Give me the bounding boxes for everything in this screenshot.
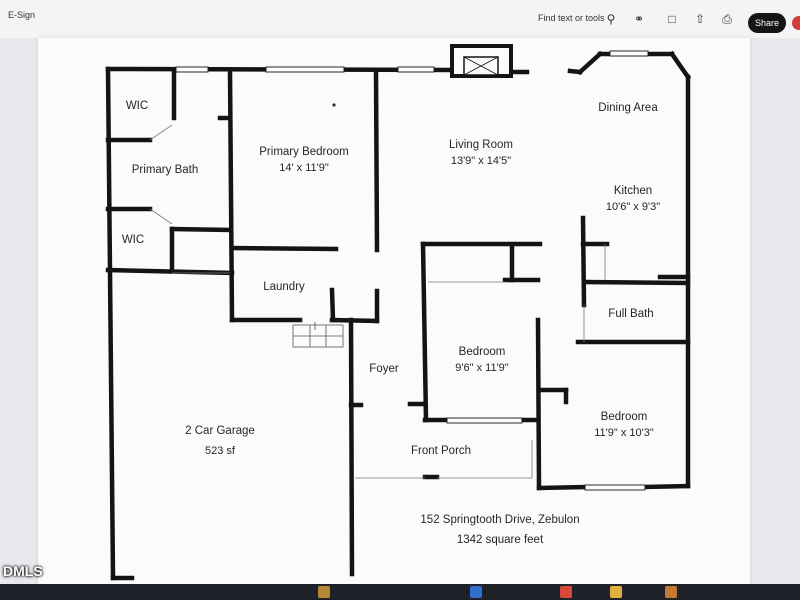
headphones-icon[interactable]: ⚭: [633, 12, 645, 26]
document-viewport[interactable]: [0, 38, 800, 586]
find-text-or-tools[interactable]: Find text or tools: [538, 13, 605, 23]
room-dimensions: 9'6" x 11'9": [455, 362, 509, 374]
share-button[interactable]: Share: [748, 13, 786, 33]
room-primary-bath: Primary Bath: [132, 162, 198, 178]
room-name: WIC: [125, 100, 149, 112]
room-front-porch: Front Porch: [411, 443, 471, 459]
room-name: Primary Bath: [131, 164, 199, 176]
windows: [175, 50, 649, 491]
room-bedroom-right: Bedroom 11'9" x 10'3": [594, 409, 654, 441]
room-name: Front Porch: [410, 445, 472, 457]
app-icon[interactable]: [665, 586, 677, 598]
watermark: DMLS: [3, 563, 43, 579]
chrome-icon[interactable]: [610, 586, 622, 598]
fireplace: [450, 44, 513, 78]
room-laundry: Laundry: [263, 279, 305, 295]
room-foyer: Foyer: [369, 361, 398, 377]
room-name: Kitchen: [613, 185, 653, 197]
room-dimensions: 11'9" x 10'3": [594, 427, 654, 439]
room-bedroom-center: Bedroom 9'6" x 11'9": [455, 344, 508, 376]
room-wic-top: WIC: [126, 98, 148, 114]
room-kitchen: Kitchen 10'6" x 9'3": [606, 183, 660, 215]
room-dimensions: 13'9" x 14'5": [450, 155, 512, 167]
save-icon[interactable]: □: [668, 12, 676, 26]
room-living-room: Living Room 13'9" x 14'5": [449, 137, 513, 169]
room-name: Primary Bedroom: [259, 146, 349, 158]
room-dimensions: 10'6" x 9'3": [605, 201, 661, 213]
property-address: 152 Springtooth Drive, Zebulon: [420, 514, 580, 526]
laundry-steps: [292, 322, 344, 348]
property-square-feet: 1342 square feet: [456, 534, 544, 546]
room-dimensions: 523 sf: [205, 445, 235, 457]
room-name: Laundry: [263, 281, 305, 293]
room-garage: 2 Car Garage 523 sf: [185, 423, 255, 459]
app-icon[interactable]: [470, 586, 482, 598]
upload-icon[interactable]: ⇧: [694, 12, 706, 26]
room-name: Bedroom: [458, 346, 506, 358]
property-caption: 152 Springtooth Drive, Zebulon 1342 squa…: [420, 510, 579, 550]
room-name: 2 Car Garage: [185, 425, 255, 437]
room-name: Bedroom: [600, 411, 648, 423]
room-name: Dining Area: [598, 102, 658, 114]
room-name: Foyer: [369, 363, 399, 375]
room-dimensions: 14' x 11'9": [279, 162, 329, 174]
app-title: E-Sign: [8, 10, 36, 20]
taskbar: [0, 584, 800, 600]
pdf-icon[interactable]: [560, 586, 572, 598]
folder-icon[interactable]: [318, 586, 330, 598]
room-wic-bottom: WIC: [122, 232, 144, 248]
interior-lines: [149, 124, 606, 479]
room-full-bath: Full Bath: [608, 306, 653, 322]
room-name: Full Bath: [608, 308, 654, 320]
floor-plan-walls: [105, 50, 692, 581]
room-dining-area: Dining Area: [598, 100, 657, 116]
print-icon[interactable]: ⎙: [722, 12, 732, 26]
avatar[interactable]: [792, 16, 800, 30]
document-page: [38, 38, 750, 586]
ceiling-fixture-icon: [332, 103, 336, 107]
search-icon[interactable]: ⚲: [606, 12, 616, 26]
room-name: Living Room: [449, 139, 513, 151]
room-name: WIC: [121, 234, 145, 246]
room-primary-bedroom: Primary Bedroom 14' x 11'9": [259, 144, 348, 176]
